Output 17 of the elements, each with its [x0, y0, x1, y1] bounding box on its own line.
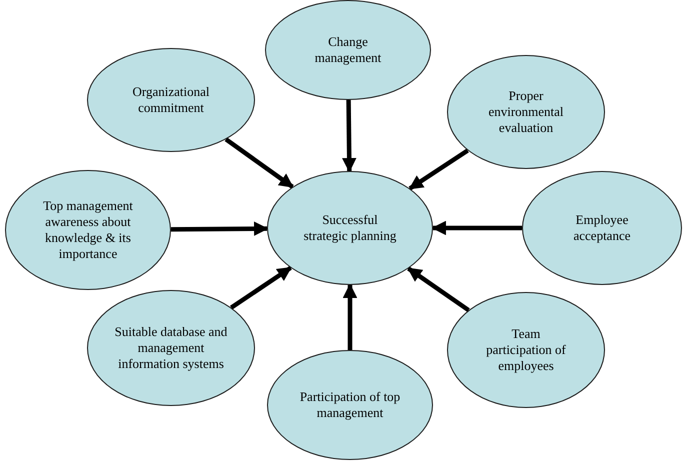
arrow — [408, 148, 469, 190]
node-label: Team participation of employees — [485, 326, 567, 374]
arrow — [407, 266, 470, 312]
node-label: Suitable database and management information systems — [114, 324, 228, 372]
arrow — [230, 266, 292, 310]
arrow — [432, 220, 522, 236]
node-label: Proper environmental evaluation — [487, 88, 565, 136]
node-label: Organizational commitment — [131, 84, 210, 116]
arrow — [342, 284, 358, 350]
arrow — [170, 222, 268, 236]
arrow — [224, 137, 294, 189]
node-label: Top management awareness about knowledge & its importance — [42, 198, 134, 262]
node-label: Participation of top management — [298, 388, 402, 422]
arrow — [342, 100, 356, 172]
node-label: Successful strategic planning — [302, 212, 398, 244]
node-label: Change management — [314, 34, 382, 66]
node-label: Employee acceptance — [572, 212, 632, 244]
